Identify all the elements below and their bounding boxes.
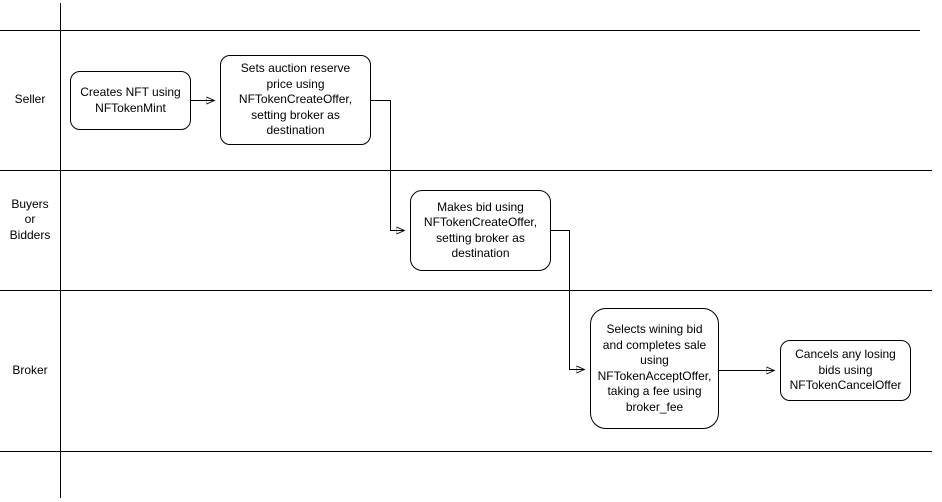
node-selects-winning-bid-label: Selects wining bid and completes sale us…: [597, 322, 712, 414]
node-sets-auction-reserve: Sets auction reserve price using NFToken…: [220, 55, 371, 145]
arrow-reserve-to-bid: [371, 100, 404, 231]
node-selects-winning-bid: Selects wining bid and completes sale us…: [590, 308, 719, 429]
node-makes-bid-label: Makes bid using NFTokenCreateOffer, sett…: [423, 199, 538, 261]
node-cancels-losing-bids: Cancels any losing bids using NFTokenCan…: [780, 340, 911, 401]
node-sets-auction-reserve-label: Sets auction reserve price using NFToken…: [238, 61, 353, 138]
lane-border-bottom-line: [0, 451, 932, 452]
node-cancels-losing-bids-label: Cancels any losing bids using NFTokenCan…: [789, 347, 902, 393]
lane-header-divider-line: [60, 3, 61, 498]
lane-border-seller-buyers-line: [0, 170, 932, 171]
lane-label-broker: Broker: [12, 362, 48, 377]
lane-border-top-line: [0, 30, 920, 31]
arrow-bid-to-select: [551, 230, 584, 370]
node-creates-nft: Creates NFT using NFTokenMint: [70, 71, 191, 130]
lane-label-seller: Seller: [14, 92, 46, 107]
node-makes-bid: Makes bid using NFTokenCreateOffer, sett…: [410, 190, 551, 271]
node-creates-nft-label: Creates NFT using NFTokenMint: [80, 85, 181, 115]
lane-label-buyers-or-bidders: Buyers or Bidders: [9, 196, 51, 242]
lane-border-buyers-broker-line: [0, 290, 932, 291]
